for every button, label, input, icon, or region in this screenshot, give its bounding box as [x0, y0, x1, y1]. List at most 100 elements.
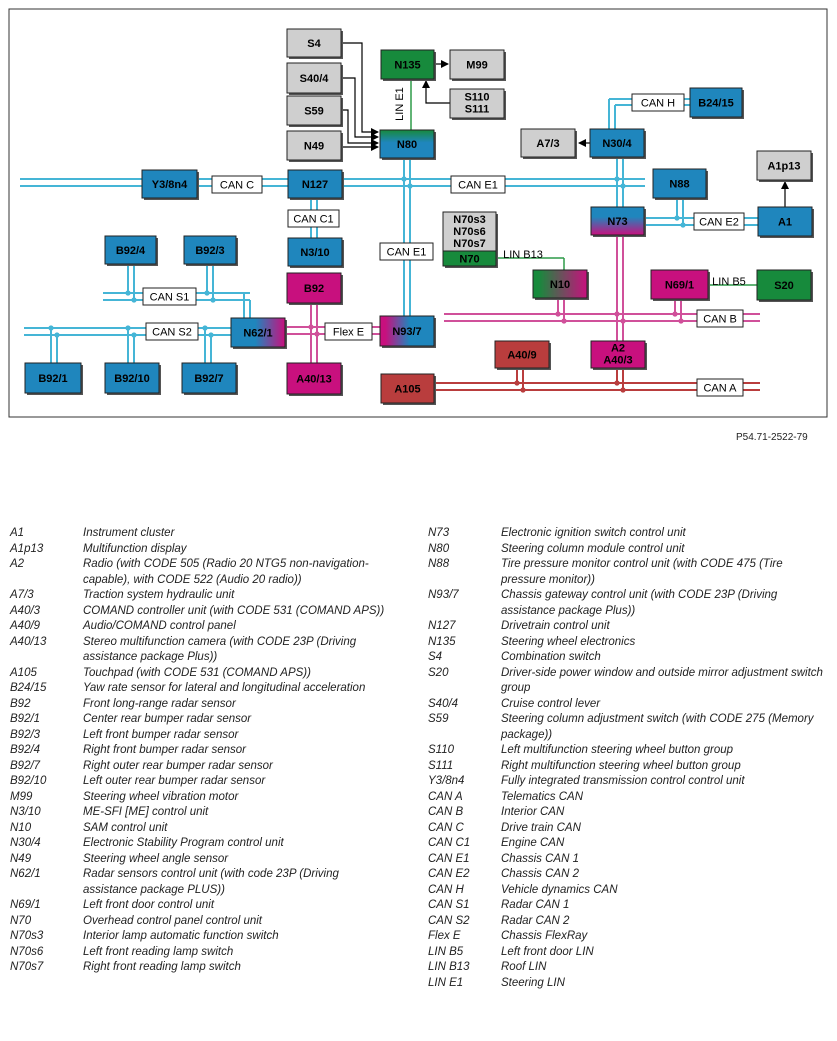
block-box [520, 128, 576, 158]
legend-description: Electronic Stability Program control uni… [83, 837, 284, 849]
block-label: N70s3 [453, 214, 485, 226]
legend-code: CAN S2 [428, 914, 470, 927]
block-b923: B92/3 [183, 235, 238, 266]
bus-label-box [450, 175, 506, 194]
legend-description: Stereo multifunction camera (with CODE 2… [83, 635, 357, 664]
legend-code: CAN A [428, 790, 463, 803]
legend-description: Radio (with CODE 505 (Radio 20 NTG5 non-… [83, 558, 369, 586]
block-label: A1p13 [767, 160, 800, 172]
block-box [442, 250, 497, 267]
bus-label-text: Flex E [333, 326, 364, 338]
can-e1-n73-drop [616, 157, 624, 208]
bus-label-lin-e1: LIN E1 [394, 87, 406, 121]
block-box [590, 340, 646, 369]
legend-code: A40/9 [10, 620, 41, 632]
legend-code: A40/13 [10, 635, 47, 648]
legend-code: B92/3 [10, 728, 41, 741]
block-label: N49 [304, 140, 324, 152]
bus-label-box [142, 287, 197, 306]
legend-code: N62/1 [10, 868, 41, 880]
block-label: N30/4 [602, 138, 632, 150]
legend-description: Multifunction display [83, 542, 187, 555]
block-n691: N69/1 [650, 269, 710, 301]
block-label: A40/3 [603, 354, 632, 366]
block-label: S20 [774, 280, 794, 292]
legend-description: Drive train CAN [501, 821, 581, 834]
block-label: B92/10 [114, 373, 149, 385]
reference-code: P54.71-2522-79 [736, 432, 808, 443]
bus-label-text: CAN H [641, 97, 675, 109]
legend-code: N135 [428, 635, 456, 648]
legend-code: CAN E2 [428, 868, 470, 880]
legend-description: Engine CAN [501, 837, 565, 849]
block-n73: N73 [590, 206, 646, 237]
legend-description: Overhead control panel control unit [83, 914, 262, 927]
block-a1p13: A1p13 [756, 150, 813, 182]
legend-code: S4 [428, 651, 443, 663]
legend-code: S40/4 [428, 697, 459, 710]
bus-label-box [324, 322, 373, 341]
block-label: A1 [778, 216, 792, 228]
block-box [104, 362, 160, 394]
junction-dot [314, 331, 320, 337]
legend-description: Combination switch [501, 651, 601, 663]
block-n304: N30/4 [589, 128, 646, 159]
legend-description: Left multifunction steering wheel button… [501, 744, 734, 756]
block-a73: A7/3 [520, 128, 577, 159]
block-n80: N80 [379, 129, 436, 160]
block-label: N10 [550, 279, 570, 291]
block-box [380, 373, 435, 404]
block-box [230, 317, 286, 348]
legend-row: S4 Combination switch [428, 650, 828, 666]
junction-dot [401, 176, 407, 182]
block-b924: B92/4 [104, 235, 158, 266]
legend-code: CAN B [428, 806, 464, 818]
block-label: B92/7 [194, 373, 223, 385]
block-box [24, 362, 82, 394]
legend-description: Touchpad (with CODE 531 (COMAND APS)) [83, 666, 311, 679]
legend-code: CAN H [428, 883, 464, 896]
block-label: B92/4 [116, 245, 146, 257]
bus-label-can-s2: CAN S2 [145, 322, 199, 341]
bus-label-box [631, 93, 685, 112]
legend-code: N30/4 [10, 837, 41, 849]
legend-description: Roof LIN [501, 961, 547, 973]
legend-code: N73 [428, 527, 450, 539]
legend-description: ME-SFI [ME] control unit [83, 806, 209, 818]
block-box [286, 95, 342, 126]
block-label: A7/3 [536, 138, 559, 150]
legend-code: N70s3 [10, 930, 44, 942]
legend-description: Radar CAN 1 [501, 899, 570, 911]
bus-label-flex-e: Flex E [324, 322, 373, 341]
legend-code: N70s6 [10, 945, 44, 958]
bus-label-can-e1-vert: CAN E1 [379, 242, 434, 261]
legend-code: S110 [428, 744, 455, 756]
legend-description: Steering column module control unit [501, 542, 685, 555]
block-label: S4 [307, 38, 321, 50]
legend-description: Steering LIN [501, 976, 565, 989]
block-label: N70 [459, 253, 479, 265]
legend-code: A1p13 [10, 542, 44, 555]
block-box [287, 237, 343, 267]
block-label: N62/1 [243, 327, 272, 339]
